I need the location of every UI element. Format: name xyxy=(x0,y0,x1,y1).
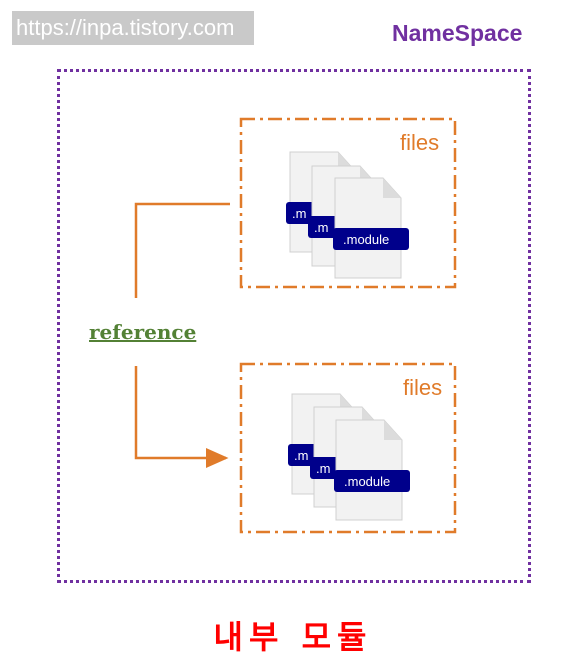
reference-line-top xyxy=(134,202,230,298)
files-label-2: files xyxy=(403,375,443,400)
namespace-label: NameSpace xyxy=(392,20,523,46)
namespace-box xyxy=(57,69,531,583)
files-box-2 xyxy=(239,362,457,534)
file-stack-1: .m .m .module xyxy=(286,151,409,279)
file-stack-2: .m .m .module xyxy=(288,393,410,521)
reference-label: reference xyxy=(89,320,197,344)
file-badge-text: .m xyxy=(292,206,306,221)
file-badge-text: .module xyxy=(344,474,390,489)
file-badge-text: .module xyxy=(343,232,389,247)
file-badge-text: .m xyxy=(316,461,330,476)
file-badge-text: .m xyxy=(314,220,328,235)
reference-arrow-bottom xyxy=(134,366,229,468)
files-label-1: files xyxy=(400,130,440,155)
files-box-1 xyxy=(239,117,457,289)
file-icon: .module xyxy=(334,419,410,521)
watermark-url: https://inpa.tistory.com xyxy=(12,11,254,45)
file-badge-text: .m xyxy=(294,448,308,463)
diagram-title: 내부 모듈 xyxy=(213,618,373,656)
file-icon: .module xyxy=(333,177,409,279)
